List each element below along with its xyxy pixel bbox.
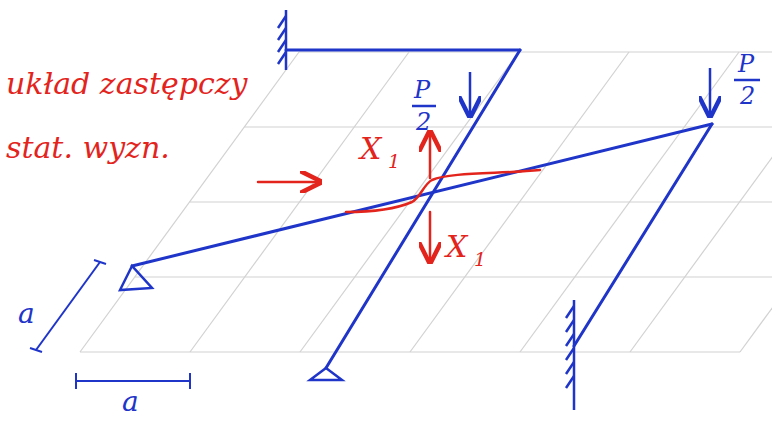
- redundant-force: [258, 132, 540, 262]
- force-subscript: 1: [388, 152, 400, 171]
- dimension-label: a: [122, 388, 139, 416]
- pin-supports: [120, 266, 342, 380]
- dimension-label: a: [18, 300, 35, 328]
- load-numerator: P: [414, 78, 430, 102]
- dimension-lines: [30, 260, 190, 389]
- fixed-walls: [278, 10, 574, 410]
- force-subscript: 1: [474, 250, 486, 269]
- force-symbol: X: [360, 134, 381, 164]
- load-denominator: 2: [416, 110, 431, 134]
- load-arrows: [412, 68, 760, 116]
- load-numerator: P: [738, 52, 754, 76]
- load-denominator: 2: [740, 84, 755, 108]
- force-symbol: X: [446, 232, 467, 262]
- replacement-system-note: układ zastępczy stat. wyzn.: [6, 52, 256, 180]
